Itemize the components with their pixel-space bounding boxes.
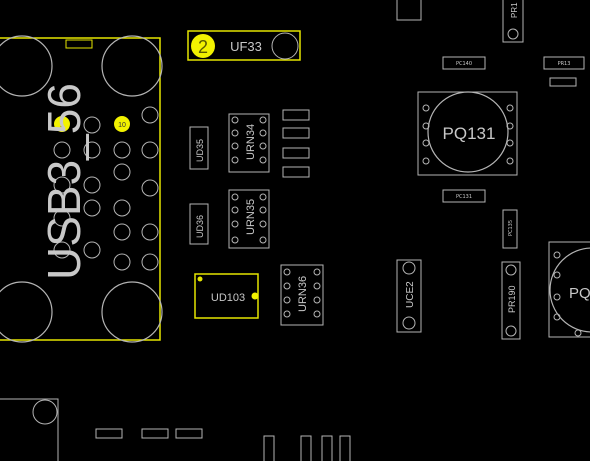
component-pc131[interactable]: PC131 (442, 189, 486, 203)
uf33-outline (187, 30, 301, 61)
usb-pins (53, 106, 159, 271)
uf33-pad (271, 32, 299, 60)
pq-right-pads (553, 251, 582, 337)
bottom-smd-row[interactable] (95, 428, 203, 439)
usb-outline (0, 37, 161, 341)
pc-vert-outline (502, 209, 518, 249)
pr190-pad (505, 325, 517, 337)
usb-label: USB3_56 (38, 83, 90, 280)
pq131-label: PQ131 (443, 124, 496, 143)
bottom-connector-hole (32, 399, 58, 425)
usb-pin-10-highlight[interactable] (114, 116, 130, 132)
pr190-outline (501, 261, 521, 340)
pr-right-label: PR13 (558, 61, 571, 67)
urn34-label: URN34 (245, 124, 257, 160)
pq-right-ring (549, 247, 590, 333)
usb-mount-hole (0, 35, 53, 97)
pr-top-pad (507, 28, 519, 40)
usb-pin-1-label: 1 (60, 122, 64, 129)
ud35-label: UD35 (195, 139, 205, 162)
component-ud35[interactable]: UD35 (189, 126, 209, 170)
pc-vert-label: PC135 (508, 220, 514, 236)
component-pr190[interactable]: PR190 (501, 261, 521, 340)
pr190-label: PR190 (507, 285, 517, 313)
usb-mount-hole (101, 35, 163, 97)
ud103-pin-highlight[interactable] (251, 292, 259, 300)
urn36-outline (280, 264, 324, 326)
bottom-left-connector[interactable] (0, 398, 59, 461)
pq131-ring (427, 91, 509, 173)
usb-top-smd (65, 39, 93, 49)
component-ud103[interactable]: UD103 (194, 273, 259, 319)
ud103-label: UD103 (211, 292, 245, 304)
component-pr-right[interactable]: PR13 (543, 56, 585, 70)
component-pc140[interactable]: PC140 (442, 56, 486, 70)
usb-mount-hole (101, 281, 163, 343)
pc140-outline (442, 56, 486, 70)
uf33-pin-number: 2 (198, 37, 208, 57)
pq-right-outline (548, 241, 590, 338)
urn36-pads (283, 268, 321, 318)
bottom-vertical-parts[interactable] (263, 435, 351, 461)
component-usb3-56[interactable]: 1 10 USB3_56 (0, 35, 163, 343)
usb-pin-10-label: 10 (118, 122, 126, 129)
uf33-label: UF33 (230, 39, 262, 54)
pq-right-label: PQ (569, 285, 590, 302)
pc131-outline (442, 189, 486, 203)
urn34-pads (231, 116, 267, 164)
ud36-outline (189, 203, 209, 245)
component-urn34[interactable]: URN34 (228, 113, 270, 173)
small-cap[interactable] (549, 77, 577, 87)
component-pr-top[interactable]: PR1 (502, 0, 524, 43)
uce2-label: UCE2 (405, 281, 416, 308)
ud103-pin1-marker (197, 276, 203, 282)
uf33-pin-badge[interactable] (191, 34, 215, 58)
component-urn36[interactable]: URN36 (280, 264, 324, 326)
urn35-pads (231, 193, 267, 244)
pr190-pad (505, 264, 517, 276)
component-uce2[interactable]: UCE2 (396, 259, 422, 333)
pr-top-label: PR1 (510, 2, 519, 18)
pr-right-outline (543, 56, 585, 70)
component-ud36[interactable]: UD36 (189, 203, 209, 245)
component-pq-right[interactable]: PQ (548, 241, 590, 338)
urn34-outline (228, 113, 270, 173)
urn35-label: URN35 (245, 199, 257, 235)
pc140-label: PC140 (456, 61, 472, 67)
component-urn35[interactable]: URN35 (228, 189, 270, 249)
ud35-outline (189, 126, 209, 170)
ud36-label: UD36 (195, 215, 205, 238)
urn35-outline (228, 189, 270, 249)
component-pc-vert[interactable]: PC135 (502, 209, 518, 249)
bottom-connector-outline (0, 398, 59, 461)
pc131-label: PC131 (456, 194, 472, 200)
top-pad-square[interactable] (396, 0, 422, 21)
pq131-pads (422, 104, 514, 165)
usb-mount-hole (0, 281, 53, 343)
resistor-array[interactable] (282, 109, 310, 178)
component-uf33[interactable]: 2 UF33 (187, 30, 301, 61)
urn36-label: URN36 (297, 276, 309, 312)
usb-pin-1-highlight[interactable] (54, 116, 70, 132)
uce2-pad (402, 261, 416, 275)
uce2-outline (396, 259, 422, 333)
component-pq131[interactable]: PQ131 (417, 91, 518, 176)
uce2-pad (402, 316, 416, 330)
pr-top-outline (502, 0, 524, 43)
